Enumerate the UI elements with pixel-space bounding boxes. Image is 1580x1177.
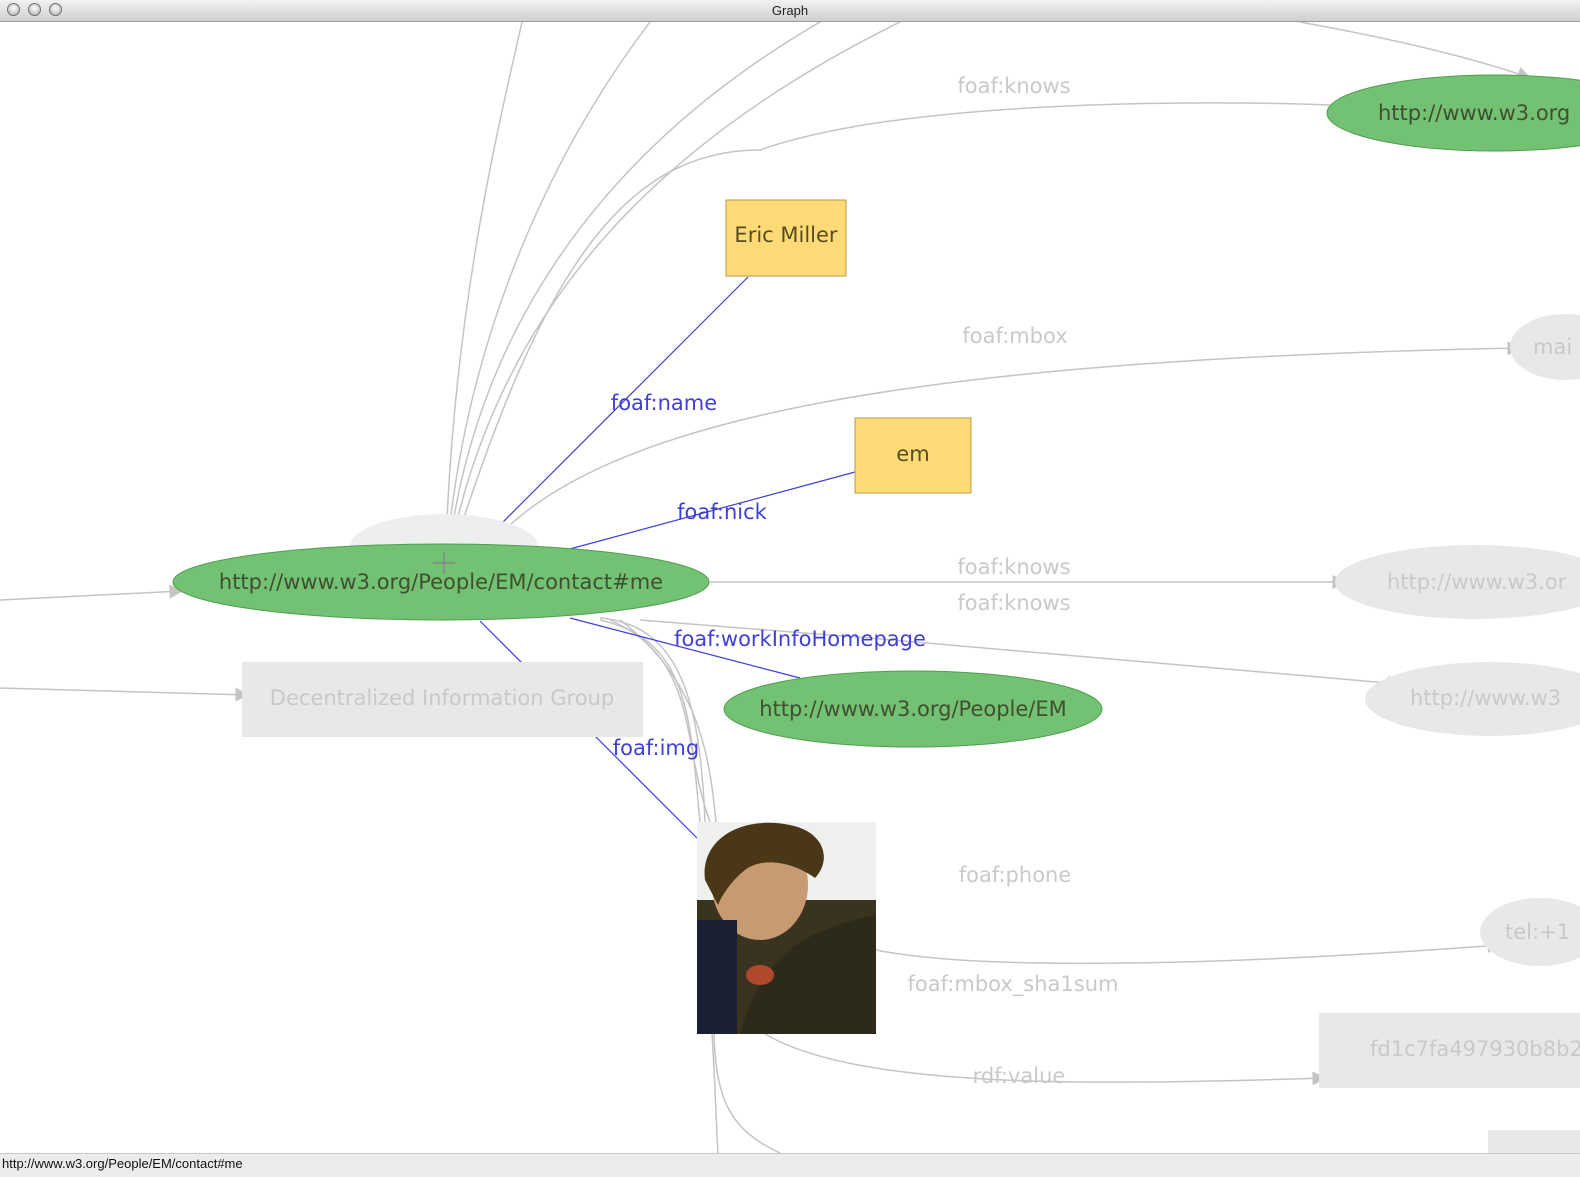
edge-up-1 (445, 22, 523, 543)
status-text: http://www.w3.org/People/EM/contact#me (2, 1156, 243, 1171)
edge-label-mbox: foaf:mbox (962, 324, 1067, 348)
edge-fan-4 (619, 619, 717, 823)
edge-label-nick: foaf:nick (677, 500, 768, 524)
node-w3-right-1-label: http://www.w3.or (1387, 570, 1567, 594)
graph-canvas[interactable]: http://www.w3.org http://www.w3.org/Peop… (0, 22, 1580, 1153)
edge-label-phone: foaf:phone (959, 863, 1072, 887)
edge-nick (565, 471, 856, 551)
node-mailto[interactable] (1510, 314, 1580, 380)
node-em-label: em (896, 442, 929, 466)
edge-fan-1 (599, 617, 706, 823)
node-mailto-label: mai (1533, 335, 1572, 359)
edge-label-mbox-sha1sum: foaf:mbox_sha1sum (908, 972, 1119, 997)
node-w3-top-right-label: http://www.w3.org (1378, 101, 1570, 125)
node-w3-right-2-label: http://www.w3 (1410, 686, 1561, 710)
edge-label-knows-1: foaf:knows (957, 555, 1070, 579)
edge-work (569, 617, 801, 679)
edge-up-3 (449, 22, 821, 543)
edge-knows-2 (639, 619, 1402, 690)
node-people-em-label: http://www.w3.org/People/EM (759, 697, 1067, 721)
node-tel[interactable] (1480, 898, 1580, 966)
edge-knows-top (454, 102, 1331, 546)
node-bottom-right (1488, 1130, 1580, 1153)
minimize-window-button[interactable] (28, 3, 41, 16)
edge-label-name: foaf:name (611, 391, 717, 415)
edge-rdf-value (764, 1033, 1327, 1086)
edge-label-knows-2: foaf:knows (957, 591, 1070, 615)
edge-up-2 (447, 22, 651, 543)
window-title: Graph (771, 3, 809, 18)
edge-down-1 (711, 1033, 719, 1153)
edge-label-rdf-value: rdf:value (973, 1064, 1066, 1088)
faded-edges (0, 22, 1532, 1153)
edge-fan-3 (609, 619, 711, 823)
window-titlebar: Graph (0, 0, 1580, 22)
node-tel-label: tel:+1 (1505, 920, 1570, 944)
edge-down-2 (713, 1033, 781, 1153)
edge-top-arrow (1299, 22, 1532, 81)
edge-up-4 (451, 22, 901, 543)
edge-phone (875, 938, 1502, 965)
node-w3-right-1[interactable] (1335, 545, 1580, 619)
node-dig-label: Decentralized Information Group (270, 686, 614, 710)
edge-in-left-1 (0, 584, 184, 601)
status-bar: http://www.w3.org/People/EM/contact#me (0, 1153, 1580, 1177)
node-contact-me-label: http://www.w3.org/People/EM/contact#me (219, 570, 663, 594)
edge-in-left-2 (0, 687, 250, 702)
edge-name (479, 276, 749, 546)
node-sha1[interactable] (1319, 1013, 1580, 1088)
close-window-button[interactable] (7, 3, 20, 16)
node-dig[interactable] (242, 662, 643, 737)
edge-label-img: foaf:img (613, 736, 699, 760)
node-eric-miller-label: Eric Miller (734, 223, 838, 247)
node-photo[interactable] (697, 822, 876, 1034)
node-people-em[interactable] (723, 670, 1103, 748)
zoom-window-button[interactable] (49, 3, 62, 16)
node-em[interactable] (854, 417, 972, 494)
edge-label-work: foaf:workInfoHomepage (674, 627, 926, 651)
node-sha1-label: fd1c7fa497930b8b2 (1370, 1037, 1580, 1061)
node-w3-top-right[interactable] (1326, 74, 1580, 152)
crosshair-cursor-icon (433, 552, 455, 574)
edge-label-knows-top: foaf:knows (957, 74, 1070, 98)
node-eric-miller[interactable] (725, 199, 847, 277)
node-contact-me[interactable] (172, 543, 710, 621)
edge-mbox (489, 341, 1522, 546)
node-w3-right-2[interactable] (1365, 662, 1580, 736)
